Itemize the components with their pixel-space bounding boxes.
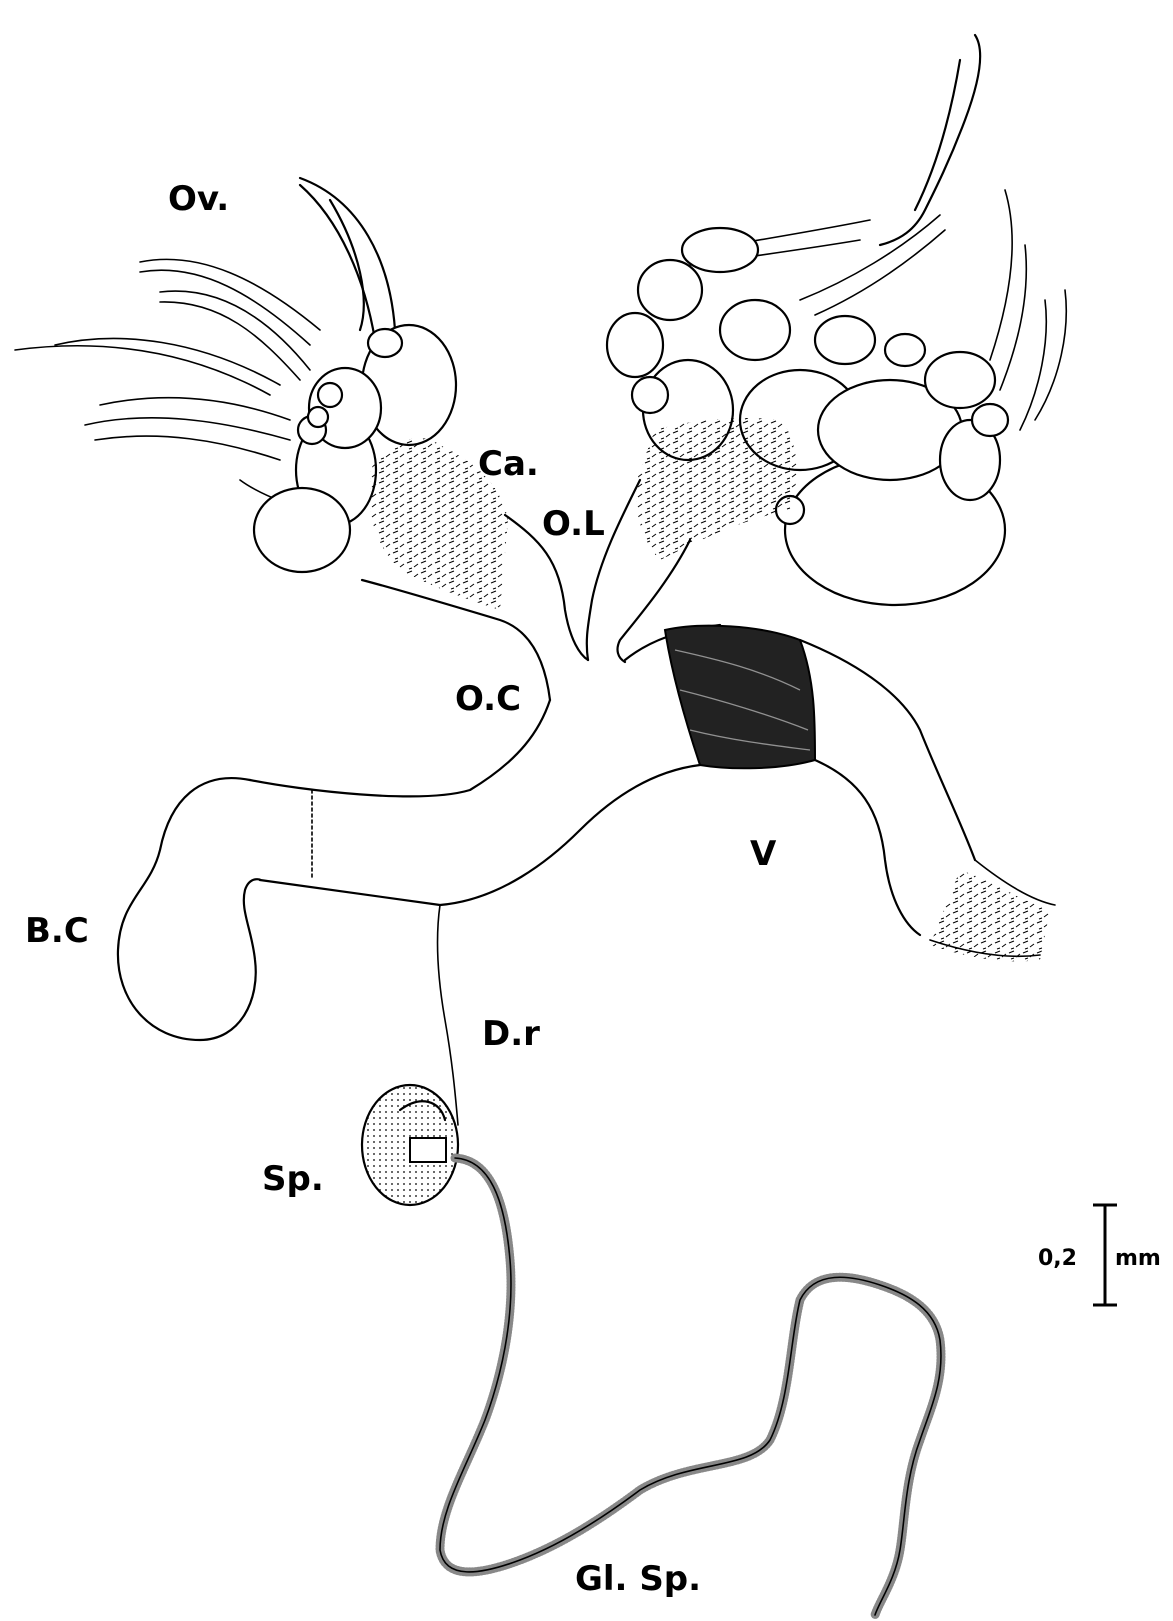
label-bursa-copulatrix: B.C bbox=[25, 911, 89, 951]
spermathecal-duct bbox=[438, 905, 458, 1125]
label-duct: D.r bbox=[482, 1014, 540, 1054]
spermathecal-gland bbox=[440, 1158, 941, 1615]
scale-bar-unit: mm bbox=[1115, 1246, 1161, 1271]
spermatheca bbox=[362, 1085, 458, 1205]
label-lateral-oviduct: O.L bbox=[542, 504, 605, 544]
label-common-oviduct: O.C bbox=[455, 679, 521, 719]
scale-bar: 0,2 mm bbox=[1038, 1205, 1161, 1305]
bursa-copulatrix bbox=[118, 778, 312, 1040]
right-ovary bbox=[607, 35, 1066, 605]
label-spermathecal-gland: Gl. Sp. bbox=[575, 1559, 701, 1599]
label-vagina: V bbox=[750, 834, 777, 874]
label-spermatheca: Sp. bbox=[262, 1159, 324, 1199]
common-oviduct bbox=[250, 625, 1055, 961]
label-ovary: Ov. bbox=[168, 179, 229, 219]
left-ovary bbox=[15, 178, 508, 610]
label-calyx: Ca. bbox=[478, 444, 539, 484]
scale-bar-value: 0,2 bbox=[1038, 1246, 1077, 1271]
